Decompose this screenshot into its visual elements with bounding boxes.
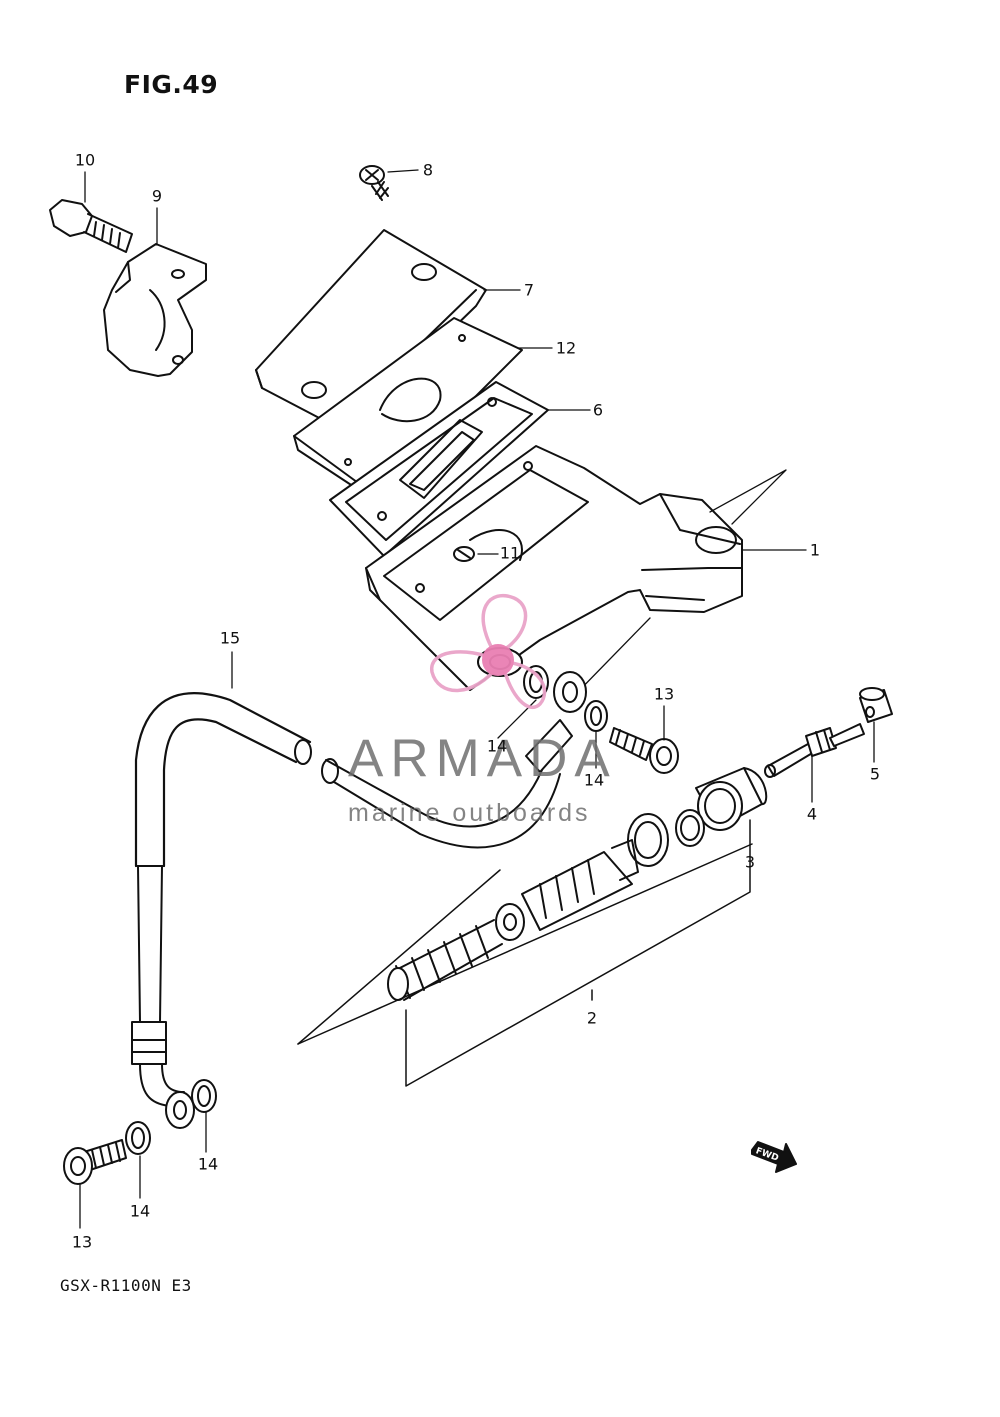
boot-5 — [859, 687, 893, 723]
armada-propeller-logo — [430, 593, 547, 710]
clamp-9 — [103, 243, 207, 377]
callout-part-8: 8 — [422, 160, 434, 180]
callout-part-10: 10 — [74, 150, 96, 170]
push-rod-4 — [764, 723, 865, 778]
union-bolt-13-a — [609, 727, 679, 774]
part-11 — [453, 546, 475, 562]
washer-14-d — [191, 1079, 217, 1113]
callout-part-14-upper-left: 14 — [486, 736, 508, 756]
callout-part-3: 3 — [744, 852, 756, 872]
union-bolt-13-b — [63, 1139, 127, 1185]
callout-part-6: 6 — [592, 400, 604, 420]
figure-title: FIG.49 — [124, 70, 219, 99]
callout-part-2: 2 — [586, 1008, 598, 1028]
callout-part-9: 9 — [151, 186, 163, 206]
callout-part-4: 4 — [806, 804, 818, 824]
callout-part-1: 1 — [809, 540, 821, 560]
bracket-lines — [297, 819, 753, 1087]
model-code: GSX-R1100N E3 — [60, 1276, 192, 1295]
callout-part-15: 15 — [219, 628, 241, 648]
washer-14-c — [125, 1121, 151, 1155]
watermark-tagline: marine outboards — [348, 799, 591, 827]
callout-part-11: 11 — [499, 543, 521, 563]
callout-part-5: 5 — [869, 764, 881, 784]
forward-arrow-icon — [751, 1141, 797, 1173]
piston-spring-2 — [387, 839, 639, 1001]
washer-14-b — [584, 700, 608, 732]
bolt-10 — [49, 199, 133, 253]
brake-hose-15 — [131, 671, 587, 1129]
watermark-brand: ARMADA — [348, 729, 617, 788]
callout-part-14-lower-left: 14 — [129, 1201, 151, 1221]
diaphragm-plate-12 — [293, 317, 523, 501]
callout-part-14-lower-right: 14 — [197, 1154, 219, 1174]
screw-8 — [359, 165, 389, 201]
callout-part-13-upper: 13 — [653, 684, 675, 704]
callout-part-14-upper-right: 14 — [583, 770, 605, 790]
callout-part-12: 12 — [555, 338, 577, 358]
callout-part-7: 7 — [523, 280, 535, 300]
callout-part-13-lower: 13 — [71, 1232, 93, 1252]
piston-kit-3 — [627, 767, 768, 867]
